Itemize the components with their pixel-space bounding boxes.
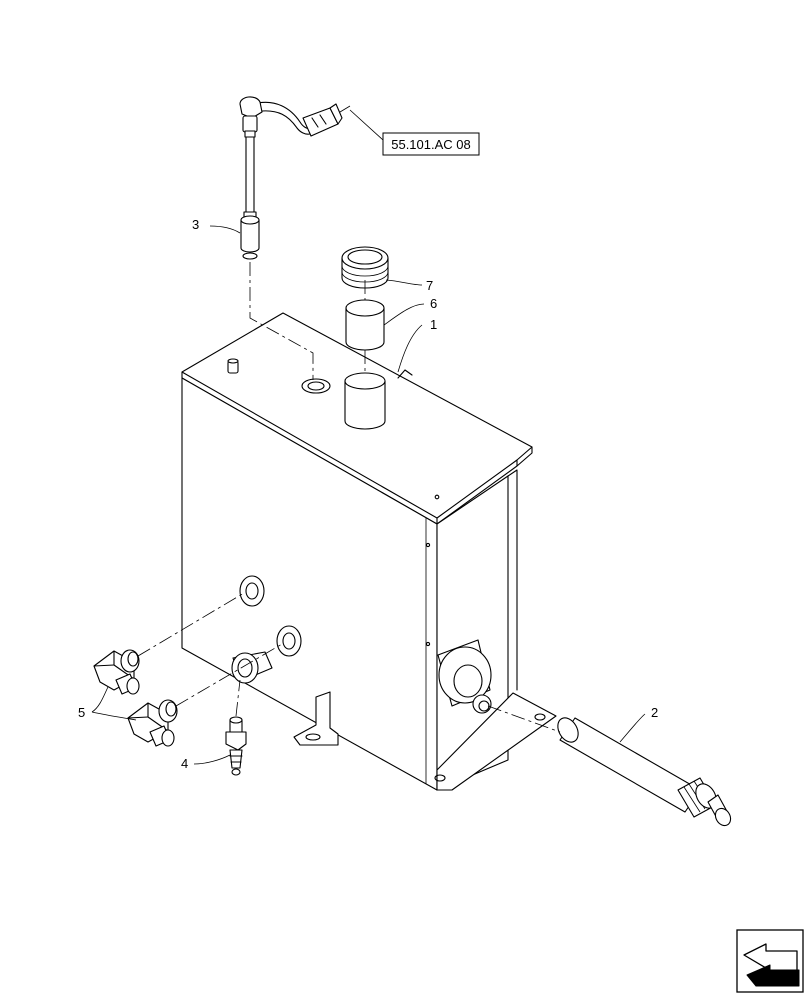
callout-4: 4 <box>181 756 188 771</box>
callout-3: 3 <box>192 217 199 232</box>
leader-lines <box>91 109 646 765</box>
reference-box[interactable]: 55.101.AC 08 <box>382 132 480 156</box>
next-page-arrow-icon[interactable] <box>736 929 804 993</box>
callout-6: 6 <box>430 296 437 311</box>
callout-2: 2 <box>651 705 658 720</box>
level-sensor <box>239 96 343 260</box>
callout-7: 7 <box>426 278 433 293</box>
reference-label: 55.101.AC 08 <box>391 137 471 152</box>
tank-port-lower <box>276 625 302 657</box>
elbow-fitting-upper <box>93 649 140 695</box>
sensor-connector <box>302 103 343 137</box>
tank-nipple-fitting <box>231 651 273 684</box>
suction-filter <box>557 717 732 827</box>
assembly-lines <box>137 105 561 733</box>
hydraulic-tank <box>181 312 557 791</box>
tank-port-upper <box>239 575 265 607</box>
elbow-fitting-lower <box>127 699 178 747</box>
callout-5: 5 <box>78 705 85 720</box>
filler-strainer <box>345 299 385 351</box>
drain-valve <box>225 716 247 776</box>
tank-return-port <box>437 639 492 714</box>
callout-1: 1 <box>430 317 437 332</box>
